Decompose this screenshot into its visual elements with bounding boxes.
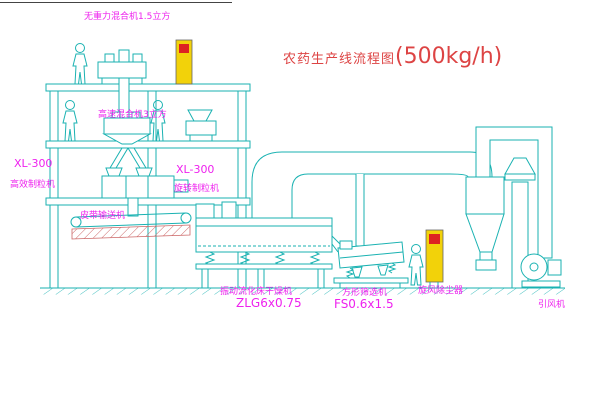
- induced-draft-fan: [520, 253, 562, 288]
- fluid-bed-dryer: [195, 201, 345, 289]
- gravity-mixer: [97, 49, 147, 119]
- page-edge-line: [0, 2, 232, 3]
- label-top-mixer: 无重力混合机1.5立方: [84, 12, 171, 22]
- high-speed-mixer: [102, 111, 152, 169]
- cyclone-separator: [465, 176, 505, 271]
- label-fan: 引风机: [538, 300, 566, 310]
- control-cabinet-top: [175, 39, 193, 85]
- control-cabinet-right: [425, 229, 444, 288]
- label-xl300-left: XL-300: [14, 157, 53, 170]
- person-figure: [408, 244, 424, 286]
- square-sifter: [333, 240, 409, 288]
- exhaust-duct: [251, 151, 493, 218]
- efficient-granulator: [101, 167, 189, 217]
- rotary-granulator: [185, 109, 217, 141]
- person-figure: [72, 43, 88, 85]
- label-granulator-mid: 旋转制粒机: [174, 184, 220, 194]
- label-granulator-left: 高效制粒机: [10, 180, 56, 190]
- label-dryer-model: ZLG6x0.75: [236, 296, 302, 310]
- label-cyclone: 旋风除尘器: [418, 286, 464, 296]
- title-capacity: (500kg/h): [395, 44, 503, 69]
- title-text: 农药生产线流程图: [283, 52, 396, 67]
- label-high-speed-mixer: 高速混合机3立方: [98, 110, 167, 120]
- label-sifter: 方形筛选机: [342, 288, 388, 298]
- belt-conveyor: [70, 212, 192, 240]
- ground-line: [40, 287, 565, 295]
- diagram-title: 农药生产线流程图(500kg/h): [283, 44, 502, 69]
- sifter-suction-duct: [355, 174, 365, 247]
- label-belt-conveyor: 皮带输送机: [80, 211, 126, 221]
- label-xl300-mid: XL-300: [176, 163, 215, 176]
- label-dryer: 振动流化床干燥机: [220, 287, 293, 297]
- label-sifter-model: FS0.6x1.5: [334, 297, 394, 311]
- person-figure: [62, 100, 78, 142]
